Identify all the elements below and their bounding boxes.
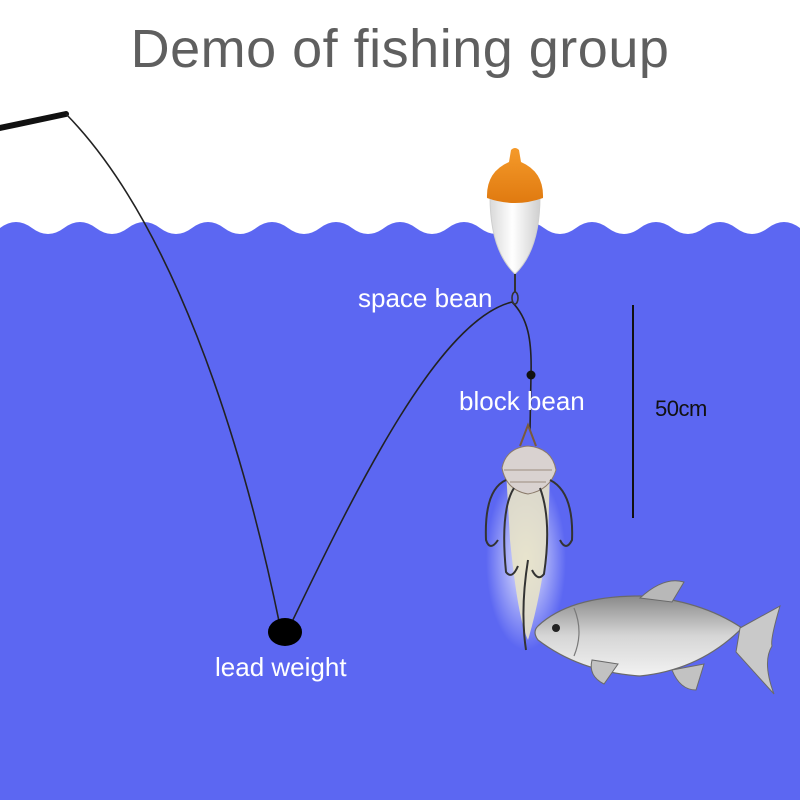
rod-tip <box>0 111 69 131</box>
distance-label: 50cm <box>655 396 707 421</box>
float <box>486 148 544 292</box>
page-title: Demo of fishing group <box>130 19 670 79</box>
fish <box>534 580 781 695</box>
weight-to-bean-line <box>289 301 513 627</box>
space-bean <box>511 291 519 305</box>
lead-weight-label: lead weight <box>215 652 347 682</box>
block-bean-label: block bean <box>459 386 585 416</box>
hook-lure <box>484 422 574 651</box>
main-line <box>65 113 281 627</box>
space-bean-label: space bean <box>358 283 493 313</box>
block-bean <box>526 370 536 380</box>
lead-weight <box>268 618 302 646</box>
